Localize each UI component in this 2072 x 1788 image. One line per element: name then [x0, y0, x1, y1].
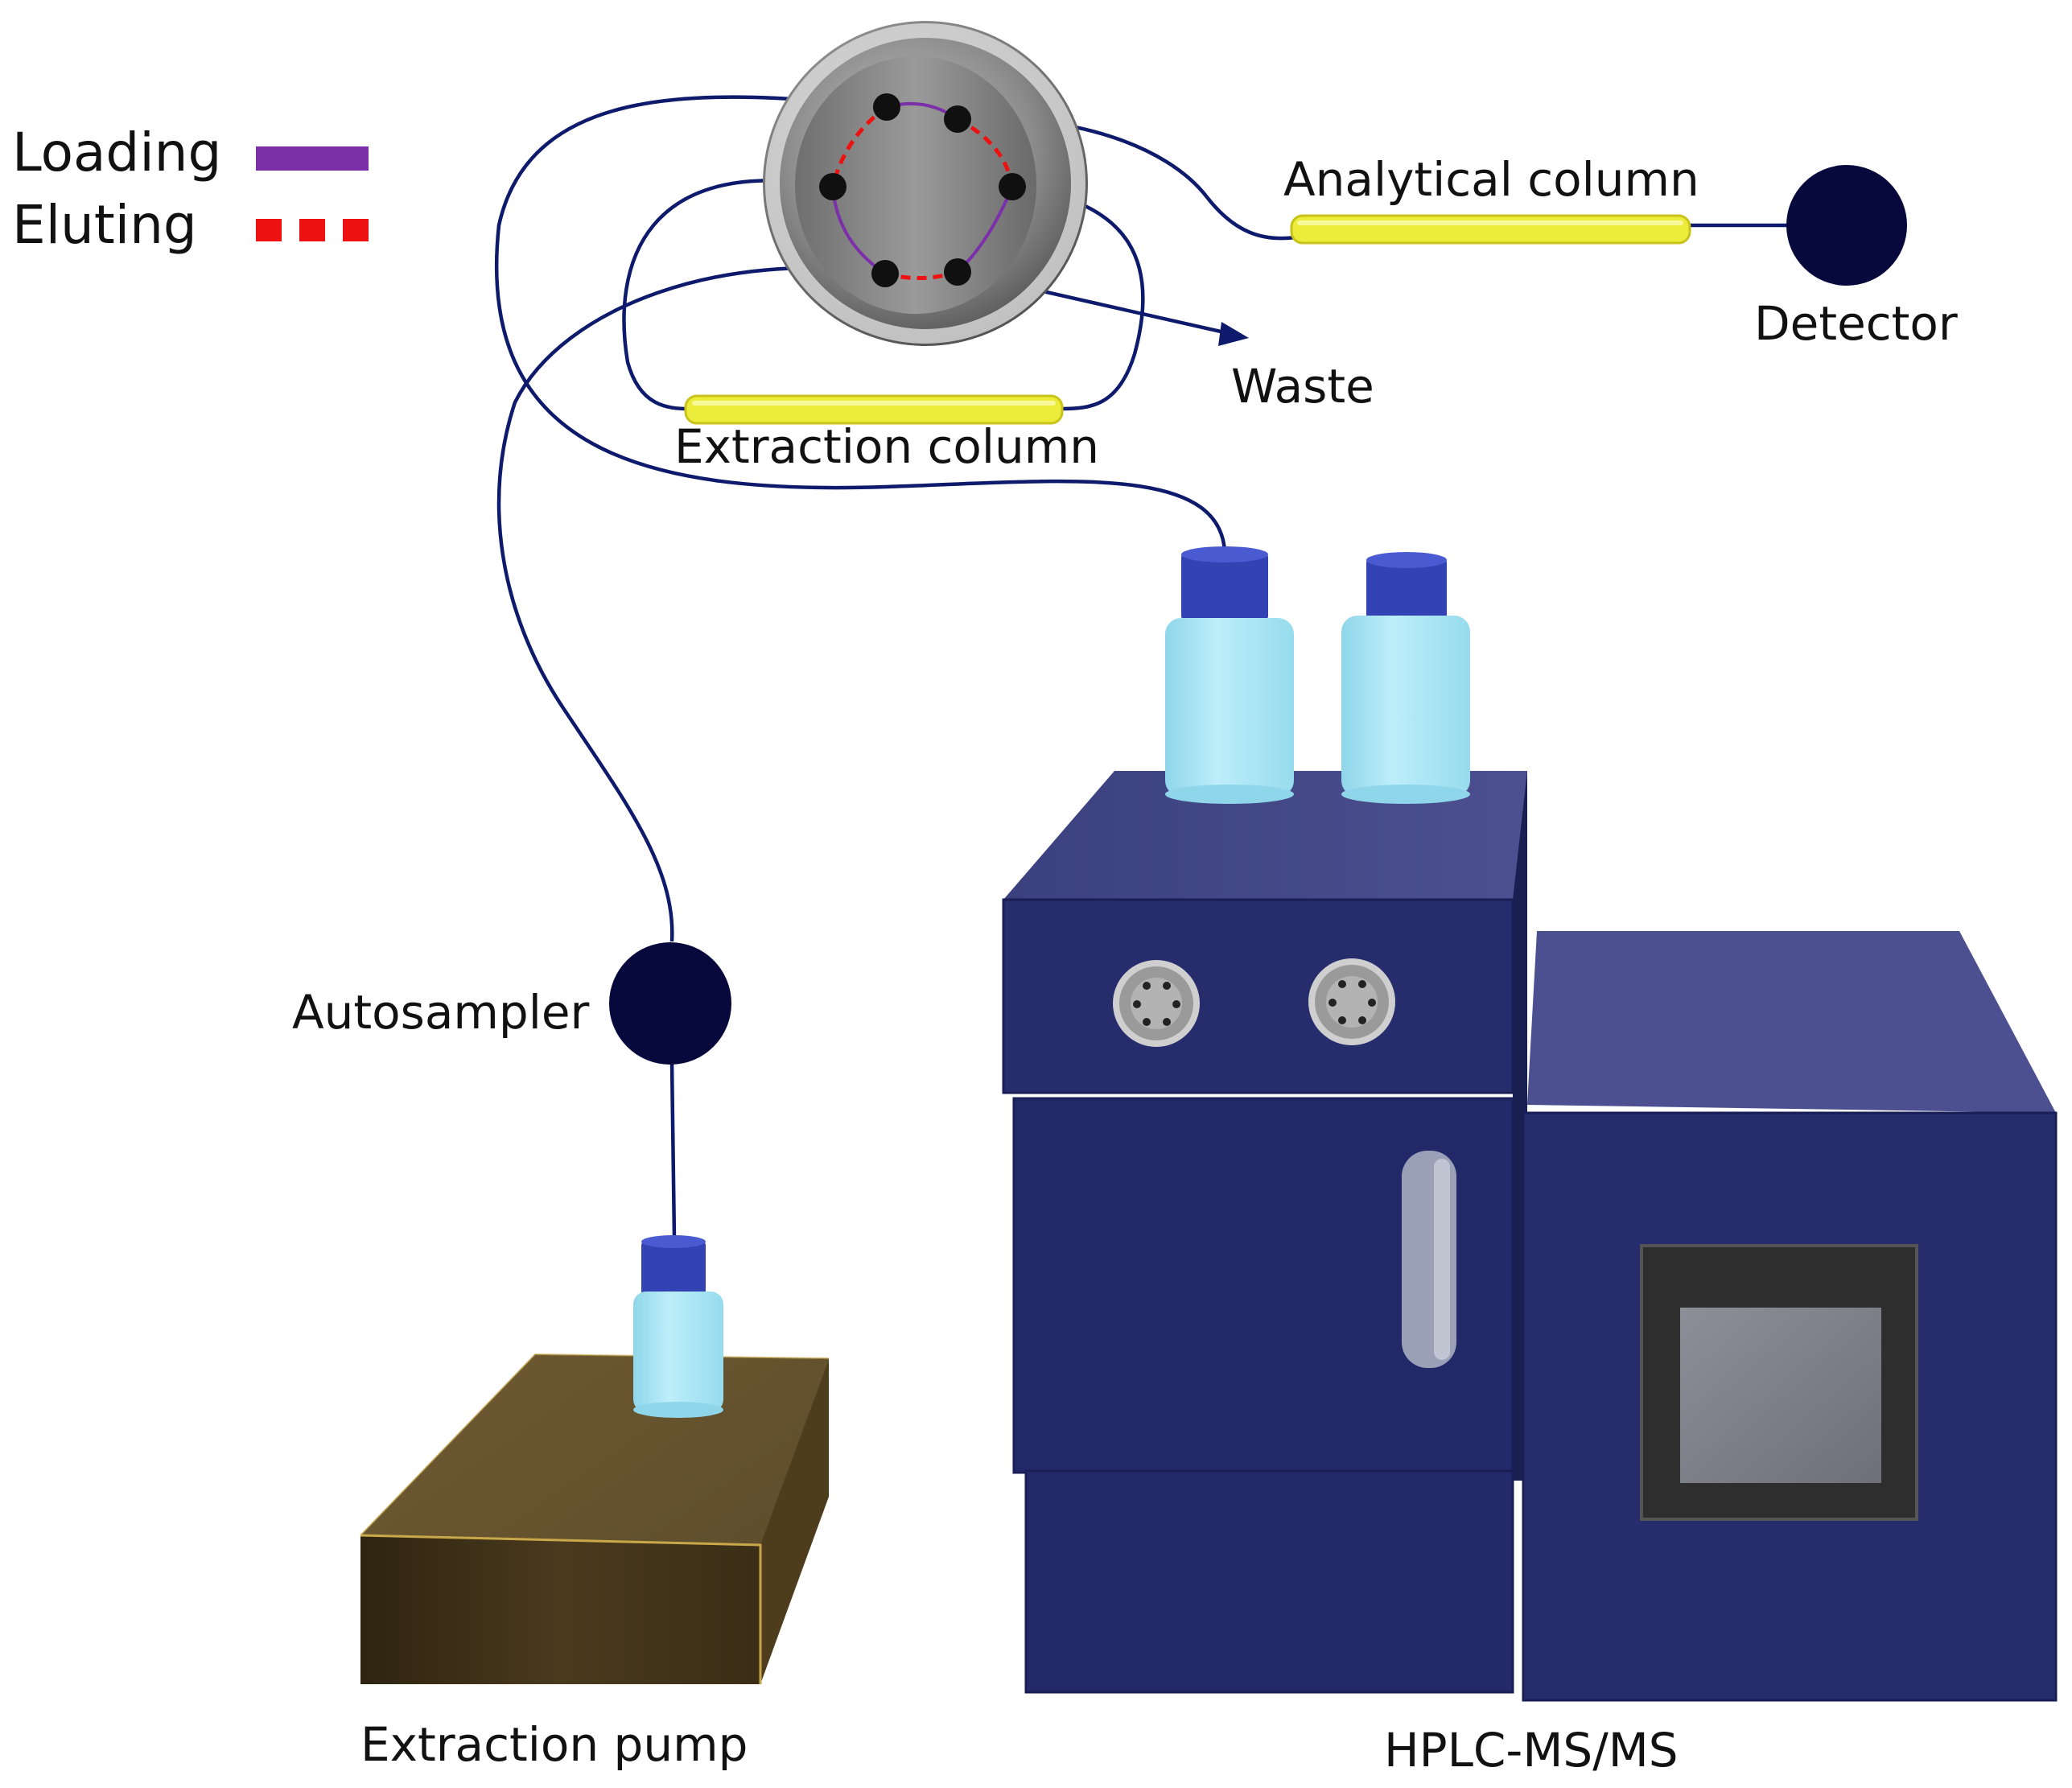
extraction-pump-label: Extraction pump — [360, 1717, 748, 1772]
extraction-pump — [360, 1353, 830, 1684]
hplc-label: HPLC-MS/MS — [1384, 1723, 1679, 1778]
waste-arrowhead — [1218, 322, 1249, 346]
pump-front-face — [360, 1535, 760, 1684]
autosampler-node — [609, 942, 731, 1065]
valve-ports — [819, 93, 1026, 287]
extraction-column-label: Extraction column — [674, 419, 1099, 474]
hplc-bottle-right — [1341, 552, 1470, 804]
legend-eluting-swatch — [256, 219, 369, 241]
tube-valve-to-hplc-bottle — [494, 95, 1227, 552]
analytical-column-label: Analytical column — [1283, 152, 1699, 207]
hplc-bottom-module — [1024, 1469, 1514, 1694]
detector-label: Detector — [1754, 296, 1958, 351]
tube-autosampler-to-pump — [669, 1061, 677, 1240]
tube-valve-to-autosampler — [496, 266, 886, 942]
hplc-instrument — [1002, 771, 2058, 1702]
hplc-bottle-left-body — [1165, 618, 1294, 797]
ms-screen — [1680, 1308, 1881, 1483]
tube-valve-to-extraction-left — [622, 179, 834, 411]
pump-side-face — [760, 1360, 829, 1684]
hplc-bottle-left-cap — [1181, 551, 1268, 622]
hplc-port-left — [1113, 960, 1200, 1047]
hplc-upper-module — [1002, 898, 1514, 1094]
hplc-bottle-left — [1165, 546, 1294, 804]
pump-bottle-cap — [641, 1239, 706, 1297]
legend: Loading Eluting — [12, 122, 369, 256]
tube-valve-to-extraction-right — [1011, 184, 1145, 411]
hplc-port-right — [1308, 958, 1395, 1045]
waste-label: Waste — [1231, 359, 1374, 414]
switching-valve — [763, 21, 1088, 346]
legend-loading-label: Loading — [12, 122, 221, 183]
ms-top-face — [1527, 931, 2056, 1113]
detector-node — [1786, 165, 1907, 286]
hplc-bottle-right-cap — [1366, 557, 1447, 621]
extraction-column — [684, 394, 1064, 425]
analytical-column — [1290, 214, 1691, 245]
autosampler-label: Autosampler — [292, 985, 590, 1040]
pump-bottle — [633, 1235, 723, 1418]
pump-bottle-body — [633, 1292, 723, 1412]
hplc-bottle-right-body — [1341, 616, 1470, 797]
legend-loading-swatch — [256, 146, 369, 171]
legend-eluting-label: Eluting — [12, 194, 197, 256]
